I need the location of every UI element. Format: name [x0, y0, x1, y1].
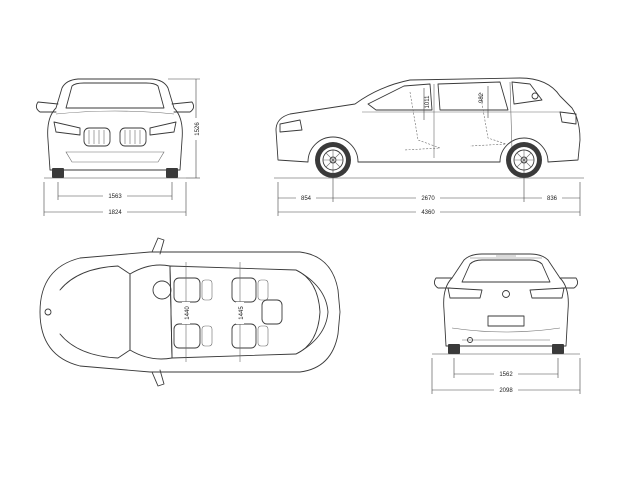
side-brand-logo — [531, 92, 539, 100]
top-rear-right-seat — [231, 323, 257, 349]
side-view: 1011 982 — [274, 77, 584, 179]
top-hood — [59, 265, 131, 359]
side-door-lines — [362, 81, 560, 158]
front-height-label: 1526 — [195, 122, 201, 136]
side-wheelbase-label: 2670 — [421, 196, 435, 202]
rear-overall-width-label: 2098 — [499, 388, 513, 394]
side-dimensions: 854 2670 836 4360 — [277, 170, 581, 216]
rear-left-taillight — [447, 287, 483, 299]
rear-exhaust — [467, 337, 473, 343]
front-left-tire — [52, 168, 64, 178]
side-front-window — [367, 83, 433, 111]
side-rear-window — [437, 81, 509, 111]
rear-left-mirror — [433, 277, 453, 289]
top-brand-logo — [44, 308, 52, 316]
top-front-left-seat — [173, 277, 201, 303]
side-rear-overhang-label: 836 — [547, 196, 558, 202]
rear-window — [461, 259, 551, 283]
rear-bumper — [451, 327, 561, 341]
side-taillight — [559, 111, 577, 125]
side-front-wheel — [315, 142, 351, 178]
front-track-width-label: 1563 — [108, 194, 122, 200]
rear-left-tire — [448, 344, 460, 354]
side-quarter-window — [511, 81, 543, 105]
side-overall-length-label: 4360 — [421, 210, 435, 216]
top-front-right-seat — [173, 323, 201, 349]
side-rear-headroom-label: 982 — [479, 92, 485, 103]
left-kidney-grille — [83, 127, 111, 147]
side-body-outline — [275, 77, 581, 163]
front-lower-intake — [65, 151, 165, 163]
front-body-outline — [47, 78, 183, 171]
grille-bars — [88, 130, 141, 144]
rear-view — [432, 253, 580, 355]
rear-right-taillight — [529, 287, 565, 299]
right-kidney-grille — [119, 127, 147, 147]
side-rear-wheel — [506, 142, 542, 178]
top-body-outline — [39, 251, 341, 373]
rear-dimensions: 1562 2098 — [431, 358, 581, 394]
rear-track-width-label: 1562 — [499, 372, 513, 378]
side-front-headroom-label: 1011 — [425, 95, 431, 109]
top-front-shoulder-label: 1440 — [185, 306, 191, 320]
front-windshield — [65, 82, 165, 109]
right-mirror — [171, 101, 195, 113]
rear-spoiler — [470, 255, 542, 259]
side-rear-seat — [469, 91, 507, 147]
top-rear-left-seat — [231, 277, 257, 303]
top-right-mirror — [151, 369, 165, 387]
top-view: 1440 1445 — [39, 237, 341, 387]
side-front-seat — [403, 91, 441, 151]
rear-body-outline — [443, 253, 569, 347]
rear-right-mirror — [559, 277, 579, 289]
front-view — [35, 78, 195, 179]
top-steering-wheel — [152, 280, 172, 300]
rear-right-tire — [552, 344, 564, 354]
top-cabin — [169, 265, 321, 359]
top-rear-window — [295, 269, 329, 355]
right-headlight — [149, 121, 177, 136]
side-front-overhang-label: 854 — [301, 196, 312, 202]
front-hood-line — [55, 110, 175, 115]
top-windshield — [129, 264, 173, 360]
top-rear-shoulder-label: 1445 — [239, 306, 245, 320]
rear-license-plate — [487, 315, 525, 327]
front-dimensions: 1563 1824 1526 — [43, 78, 201, 216]
side-headlight — [279, 119, 303, 133]
top-left-mirror — [151, 237, 165, 255]
left-mirror — [35, 101, 59, 113]
front-overall-width-label: 1824 — [108, 210, 122, 216]
left-headlight — [53, 121, 81, 136]
top-rear-middle-seat — [261, 299, 283, 325]
front-right-tire — [166, 168, 178, 178]
rear-brand-logo — [502, 290, 510, 298]
